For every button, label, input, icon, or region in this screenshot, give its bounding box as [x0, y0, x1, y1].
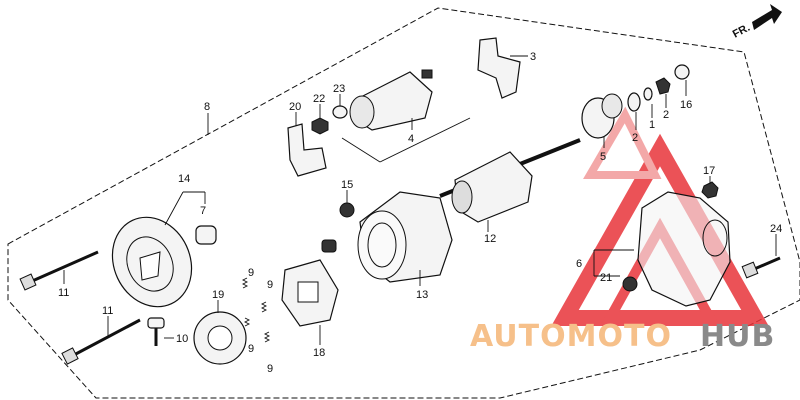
callout-7: 7 — [200, 205, 206, 217]
callout-3: 3 — [530, 51, 536, 63]
grommet — [321, 239, 337, 253]
callout-5: 5 — [600, 151, 606, 163]
callout-12: 12 — [484, 233, 496, 245]
nut-15 — [339, 202, 355, 218]
callout-21: 21 — [600, 272, 612, 284]
callout-17: 17 — [703, 165, 715, 177]
washer-23 — [332, 105, 348, 119]
rear-cover — [111, 216, 193, 308]
callout-4: 4 — [408, 133, 414, 145]
callout-19: 19 — [212, 289, 224, 301]
armature — [439, 138, 581, 223]
callout-11b: 11 — [102, 305, 113, 317]
through-bolt-upper — [19, 250, 99, 291]
brush-holder-plate — [193, 311, 247, 365]
front-housing — [637, 191, 731, 307]
callout-9a: 9 — [248, 267, 254, 279]
callout-24: 24 — [770, 223, 782, 235]
callout-18: 18 — [313, 347, 325, 359]
bushing — [195, 225, 217, 245]
through-bolt-lower — [61, 318, 141, 365]
brush-springs — [241, 277, 271, 343]
watermark-text: AUTOMOTO HUB — [470, 319, 775, 354]
nut-22 — [311, 117, 329, 135]
nut-17 — [701, 181, 719, 199]
callout-2b: 2 — [663, 109, 669, 121]
leader-4c — [379, 117, 471, 163]
front-direction-indicator: FR. — [731, 4, 782, 41]
callout-16: 16 — [680, 99, 692, 111]
yoke-housing — [357, 191, 453, 283]
callout-10: 10 — [176, 333, 188, 345]
callout-22: 22 — [313, 93, 325, 105]
leader-4b — [341, 137, 381, 163]
mounting-bolt — [741, 256, 781, 279]
leader-14b — [164, 191, 184, 226]
callout-8: 8 — [204, 101, 210, 113]
ring-2b — [655, 77, 671, 95]
stop-collar — [643, 87, 653, 101]
callout-2a: 2 — [632, 132, 638, 144]
callout-1: 1 — [649, 119, 655, 131]
callout-13: 13 — [416, 289, 428, 301]
callout-9d: 9 — [267, 363, 273, 375]
callout-9c: 9 — [248, 343, 254, 355]
watermark-automoto: AUTOMOTO — [470, 319, 672, 354]
callout-14: 14 — [178, 173, 190, 185]
watermark-hub: HUB — [700, 319, 775, 354]
callout-20: 20 — [289, 101, 301, 113]
screw — [147, 317, 165, 346]
brush-holder — [281, 259, 339, 327]
fr-label: FR. — [731, 22, 752, 41]
ring-2a — [627, 92, 641, 112]
callout-23: 23 — [333, 83, 345, 95]
callout-9b: 9 — [267, 279, 273, 291]
bushing-21 — [622, 276, 638, 292]
brush-bracket — [287, 123, 327, 177]
callout-11a: 11 — [58, 287, 69, 299]
callout-15: 15 — [341, 179, 353, 191]
callout-6: 6 — [576, 258, 582, 270]
solenoid — [349, 69, 433, 131]
shift-lever — [477, 37, 521, 99]
washer-16 — [674, 64, 690, 80]
pinion-gear — [581, 93, 623, 139]
fr-arrow-icon — [752, 4, 782, 30]
